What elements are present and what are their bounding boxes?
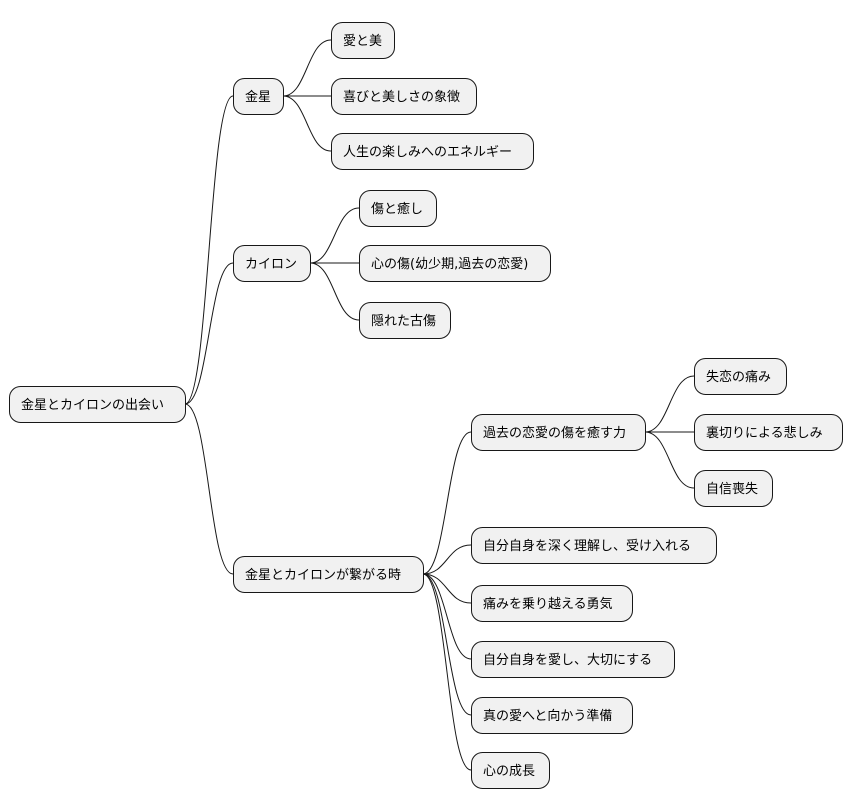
- mindmap-connector: [422, 573, 472, 771]
- mindmap-node: カイロン: [233, 245, 311, 282]
- mindmap-connector: [282, 39, 332, 97]
- mindmap-connector: [422, 544, 472, 575]
- node-label: 金星: [245, 89, 271, 105]
- node-label: 金星とカイロンが繋がる時: [245, 567, 401, 583]
- mindmap-node: 自信喪失: [694, 470, 773, 507]
- node-label: 過去の恋愛の傷を癒す力: [483, 425, 626, 441]
- mindmap-connector: [422, 573, 472, 660]
- node-label: 人生の楽しみへのエネルギー: [343, 144, 512, 160]
- node-box: [694, 358, 787, 395]
- mindmap-connector: [422, 431, 472, 575]
- node-label: カイロン: [245, 257, 297, 272]
- mindmap-node: 金星とカイロンが繋がる時: [233, 556, 424, 593]
- mindmap-node: 愛と美: [331, 22, 395, 59]
- mindmap-connector: [282, 95, 332, 152]
- node-label: 自分自身を深く理解し、受け入れる: [483, 538, 691, 554]
- node-box: [471, 527, 717, 564]
- node-box: [694, 414, 843, 451]
- node-box: [233, 556, 424, 593]
- node-label: 心の傷(幼少期,過去の恋愛): [371, 256, 528, 272]
- mindmap-node: 人生の楽しみへのエネルギー: [331, 133, 534, 170]
- mindmap-connector: [644, 431, 695, 489]
- node-label: 裏切りによる悲しみ: [706, 425, 823, 441]
- mindmap-edges: [184, 39, 695, 771]
- node-label: 喜びと美しさの象徴: [343, 90, 460, 105]
- node-box: [233, 78, 284, 115]
- node-box: [471, 414, 646, 451]
- mindmap-node: 真の愛へと向かう準備: [471, 697, 633, 734]
- mindmap-node: 隠れた古傷: [359, 302, 451, 339]
- mindmap-connector: [184, 262, 234, 405]
- mindmap-node: 傷と癒し: [359, 190, 437, 227]
- mindmap-root-node: 金星とカイロンの出会い: [9, 386, 186, 423]
- node-label: 真の愛へと向かう準備: [483, 708, 612, 724]
- node-label: 心の成長: [483, 764, 535, 779]
- node-box: [471, 697, 633, 734]
- mindmap-node: 心の成長: [471, 752, 550, 789]
- node-label: 自分自身を愛し、大切にする: [483, 652, 652, 668]
- mindmap-node: 自分自身を愛し、大切にする: [471, 641, 675, 678]
- mindmap-connector: [184, 95, 234, 405]
- node-box: [331, 78, 477, 115]
- mindmap-node: 喜びと美しさの象徴: [331, 78, 477, 115]
- node-label: 痛みを乗り越える勇気: [483, 596, 613, 612]
- mindmap-nodes: 金星とカイロンの出会い 金星 愛と美喜びと美しさの象徴人生の楽しみへのエネルギーカイ…: [9, 22, 843, 789]
- node-box: [359, 190, 437, 227]
- node-box: [9, 386, 186, 423]
- node-box: [233, 245, 311, 282]
- mindmap-node: 心の傷(幼少期,過去の恋愛): [359, 245, 551, 282]
- mindmap-node: 過去の恋愛の傷を癒す力: [471, 414, 646, 451]
- node-box: [331, 133, 534, 170]
- mindmap-connector: [184, 403, 234, 575]
- mindmap-node: 裏切りによる悲しみ: [694, 414, 843, 451]
- mindmap-connector: [309, 207, 360, 264]
- node-box: [471, 641, 675, 678]
- mindmap-node: 失恋の痛み: [694, 358, 787, 395]
- node-box: [359, 302, 451, 339]
- node-box: [694, 470, 773, 507]
- mindmap-node: 自分自身を深く理解し、受け入れる: [471, 527, 717, 564]
- mindmap-node: 金星: [233, 78, 284, 115]
- node-box: [331, 22, 395, 59]
- mindmap-connector: [309, 262, 360, 321]
- mindmap-connector: [422, 573, 472, 716]
- node-label: 隠れた古傷: [371, 314, 436, 329]
- mindmap-connector: [422, 573, 472, 604]
- node-label: 自信喪失: [706, 482, 758, 497]
- node-box: [359, 245, 551, 282]
- node-label: 金星とカイロンの出会い: [21, 397, 164, 413]
- node-label: 失恋の痛み: [706, 369, 771, 385]
- node-box: [471, 585, 633, 622]
- mindmap-connector: [644, 375, 695, 433]
- node-label: 愛と美: [343, 34, 382, 49]
- node-label: 傷と癒し: [371, 201, 423, 217]
- node-box: [471, 752, 550, 789]
- mindmap-node: 痛みを乗り越える勇気: [471, 585, 633, 622]
